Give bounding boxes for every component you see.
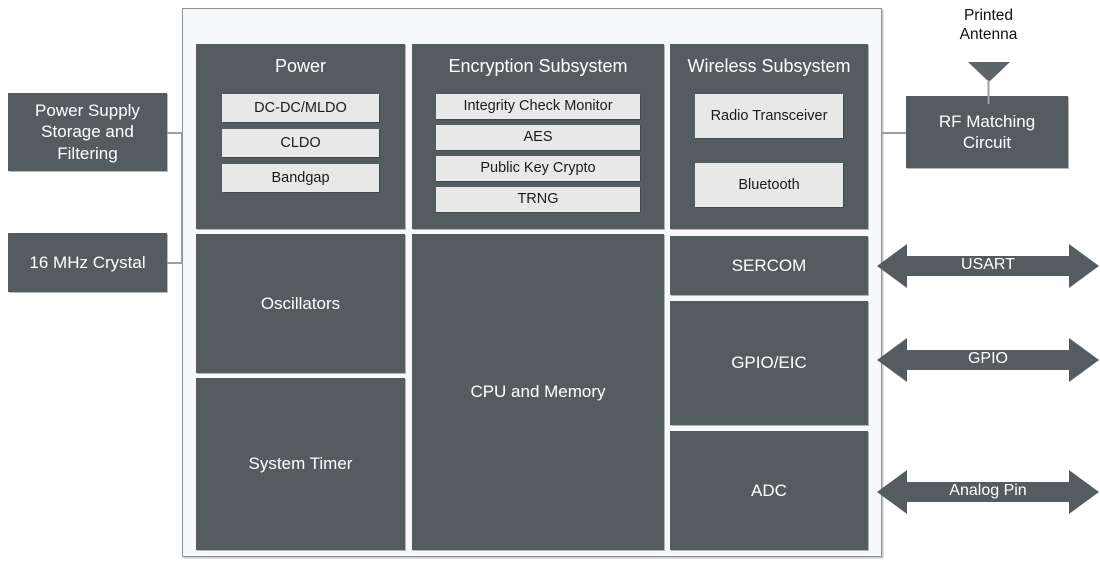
sub-bandgap: Bandgap (222, 164, 379, 192)
encryption-subsystem-group: Encryption Subsystem Integrity Check Mon… (412, 44, 664, 229)
sub-radio-transceiver: Radio Transceiver (695, 94, 843, 138)
sub-public-key-crypto-label: Public Key Crypto (480, 160, 596, 177)
gpio-arrow: GPIO (877, 334, 1099, 386)
sub-bluetooth-label: Bluetooth (738, 176, 800, 193)
wire-power-supply (167, 132, 183, 134)
power-group-title: Power (274, 56, 327, 76)
gpio-eic-label: GPIO/EIC (731, 353, 807, 373)
oscillators-label: Oscillators (260, 293, 341, 313)
sub-dc-dc-mldo: DC-DC/MLDO (222, 94, 379, 122)
sub-public-key-crypto: Public Key Crypto (436, 156, 640, 181)
cpu-and-memory-label: CPU and Memory (470, 382, 606, 402)
sub-trng-label: TRNG (517, 191, 559, 208)
oscillators-block: Oscillators (196, 234, 405, 373)
encryption-subsystem-title: Encryption Subsystem (448, 56, 628, 76)
sub-cldo-label: CLDO (280, 134, 321, 151)
adc-label: ADC (751, 480, 787, 500)
sub-trng: TRNG (436, 187, 640, 212)
usart-arrow: USART (877, 240, 1099, 292)
wire-rf-matching (882, 132, 906, 134)
wireless-subsystem-title: Wireless Subsystem (687, 56, 851, 76)
sercom-label: SERCOM (731, 255, 807, 275)
cpu-and-memory-block: CPU and Memory (412, 234, 664, 550)
wire-crystal (167, 262, 183, 264)
sub-aes: AES (436, 125, 640, 150)
system-timer-block: System Timer (196, 378, 405, 550)
sub-integrity-check-monitor-label: Integrity Check Monitor (463, 98, 613, 115)
sub-radio-transceiver-label: Radio Transceiver (710, 107, 828, 124)
sercom-block: SERCOM (670, 236, 868, 295)
sub-aes-label: AES (523, 129, 553, 146)
power-group: Power DC-DC/MLDO CLDO Bandgap (196, 44, 405, 229)
wireless-subsystem-group: Wireless Subsystem Radio Transceiver Blu… (670, 44, 868, 229)
system-timer-label: System Timer (248, 454, 353, 474)
sub-bandgap-label: Bandgap (271, 169, 330, 186)
antenna-icon (968, 62, 1010, 104)
gpio-eic-block: GPIO/EIC (670, 301, 868, 425)
sub-dc-dc-mldo-label: DC-DC/MLDO (254, 99, 347, 116)
adc-block: ADC (670, 431, 868, 550)
sub-integrity-check-monitor: Integrity Check Monitor (436, 94, 640, 119)
crystal-label: 16 MHz Crystal (29, 252, 146, 272)
crystal-block: 16 MHz Crystal (8, 233, 167, 292)
analog-pin-arrow: Analog Pin (877, 466, 1099, 518)
sub-cldo: CLDO (222, 129, 379, 157)
sub-bluetooth: Bluetooth (695, 163, 843, 207)
